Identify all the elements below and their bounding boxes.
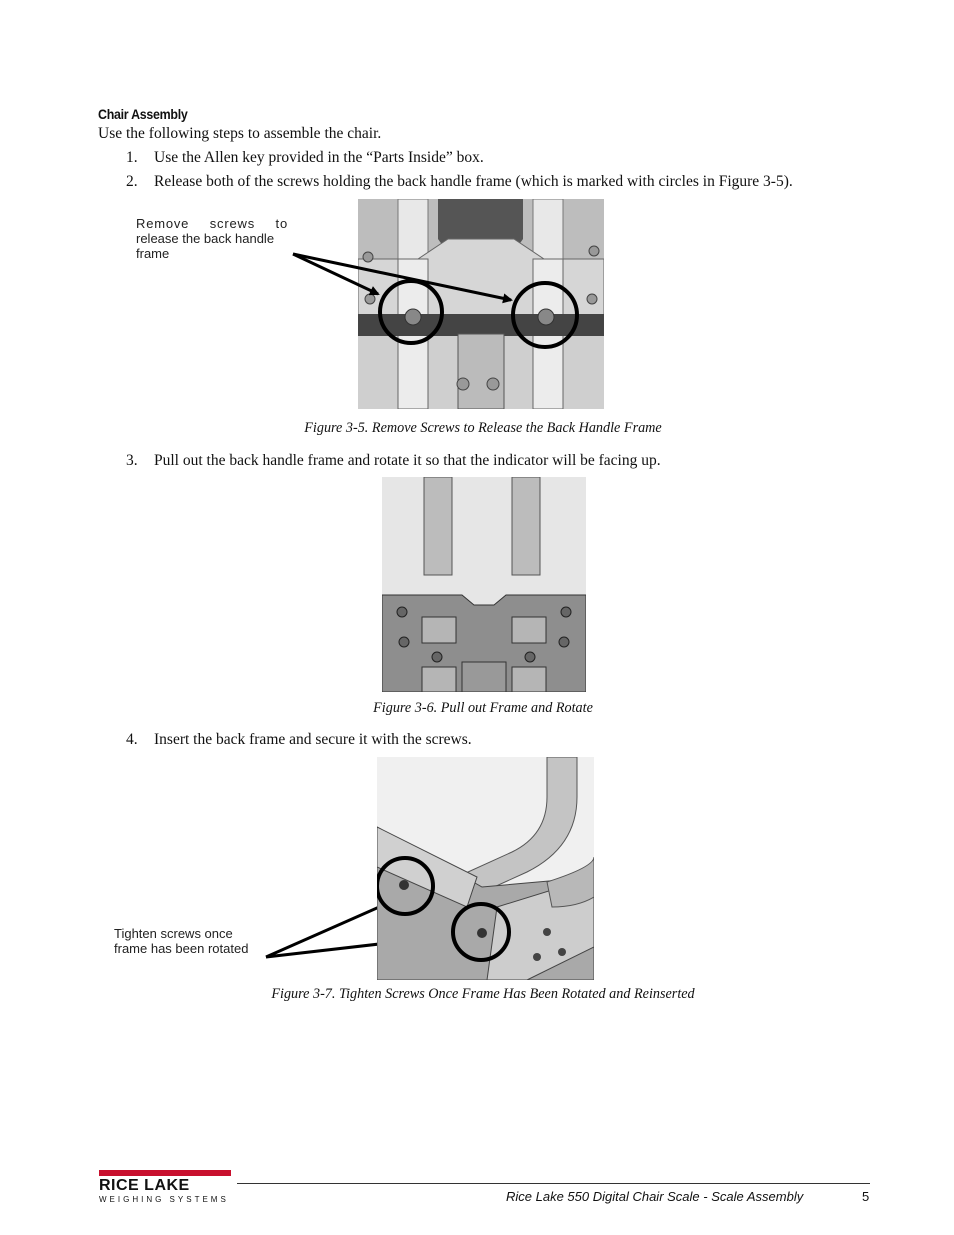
logo-wordmark: RICE LAKE	[99, 1177, 190, 1194]
figure-3-7-image	[377, 757, 594, 980]
callout-line: frame	[136, 246, 170, 261]
footer-doc-title: Rice Lake 550 Digital Chair Scale - Scal…	[506, 1189, 804, 1204]
step-text: Insert the back frame and secure it with…	[154, 731, 472, 748]
figure-caption: Figure 3-5. Remove Screws to Release the…	[304, 420, 662, 436]
rice-lake-logo: RICE LAKE WEIGHING SYSTEMS	[99, 1170, 231, 1206]
step-text: Pull out the back handle frame and rotat…	[154, 452, 661, 469]
section-heading: Chair Assembly	[98, 107, 188, 122]
step-text: Release both of the screws holding the b…	[154, 173, 793, 190]
step-number: 1.	[126, 149, 138, 166]
callout-line: release the back handle	[136, 231, 275, 246]
callout-tighten-screws: Tighten screws once frame has been rotat…	[114, 926, 259, 956]
intro-text: Use the following steps to assemble the …	[98, 125, 382, 142]
step-number: 2.	[126, 173, 138, 190]
step-number: 3.	[126, 452, 138, 469]
callout-line: frame has been rotated	[114, 941, 249, 956]
logo-subtitle: WEIGHING SYSTEMS	[99, 1195, 229, 1204]
callout-line: Tighten screws once	[114, 926, 233, 941]
footer-rule	[237, 1183, 870, 1184]
callout-remove-screws: Remove screws to release the back handle…	[136, 216, 288, 261]
list-item-step-4: 4. Insert the back frame and secure it w…	[0, 731, 954, 749]
callout-line: Remove screws to	[136, 216, 288, 231]
figure-3-6-image	[382, 477, 586, 692]
figure-caption: Figure 3-7. Tighten Screws Once Frame Ha…	[271, 986, 695, 1002]
step-text: Use the Allen key provided in the “Parts…	[154, 149, 484, 166]
page-number: 5	[862, 1189, 870, 1204]
logo-red-bar	[99, 1170, 231, 1176]
list-item-step-2: 2. Release both of the screws holding th…	[0, 173, 954, 191]
list-item-step-3: 3. Pull out the back handle frame and ro…	[0, 452, 954, 470]
figure-caption: Figure 3-6. Pull out Frame and Rotate	[373, 700, 593, 716]
figure-3-5-image	[358, 199, 604, 409]
list-item-step-1: 1. Use the Allen key provided in the “Pa…	[0, 149, 954, 167]
step-number: 4.	[126, 731, 138, 748]
